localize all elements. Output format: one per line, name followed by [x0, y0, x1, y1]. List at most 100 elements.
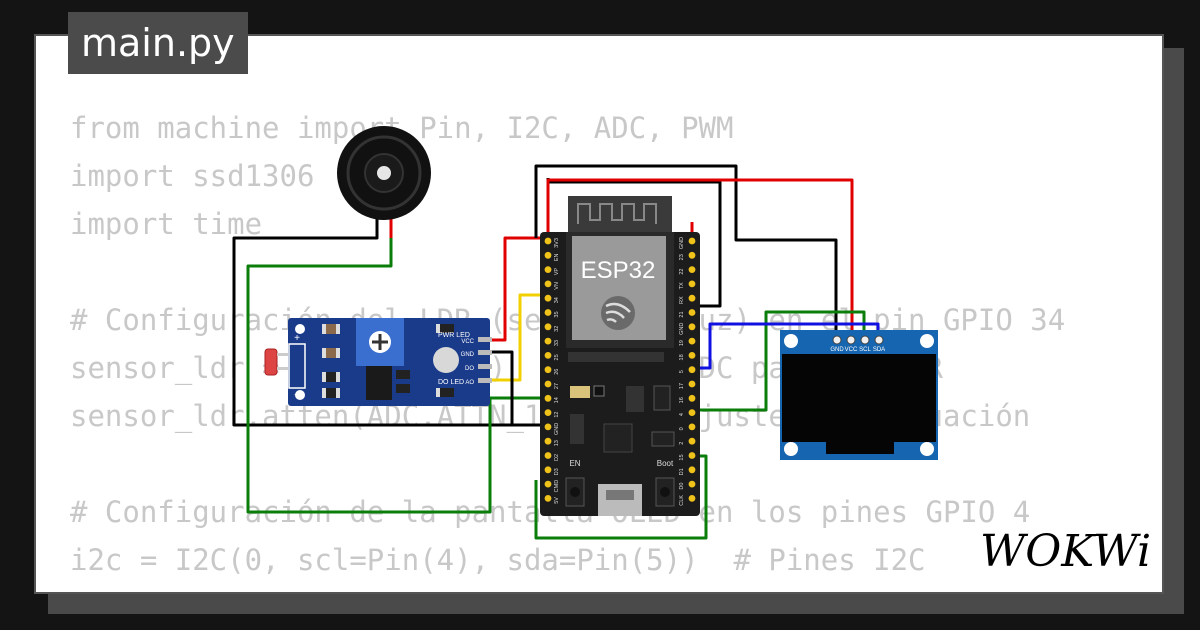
ldr-module[interactable]: + − PWR LED DO LED VCC GND DO AO — [264, 318, 492, 406]
esp32-right-pin[interactable] — [688, 409, 696, 416]
esp32-left-pin[interactable] — [544, 409, 552, 416]
buzzer[interactable] — [337, 126, 431, 220]
oled-pin-label: GND — [830, 347, 844, 353]
code-line: from machine import Pin, I2C, ADC, PWM — [70, 111, 734, 145]
esp32-right-pin[interactable] — [688, 380, 696, 388]
esp32-left-pin[interactable] — [544, 480, 552, 488]
esp32-left-pin-label: VP — [554, 268, 560, 276]
esp32-left-pin[interactable] — [544, 309, 552, 316]
esp32-left-pin[interactable] — [544, 352, 552, 359]
esp32-right-pin-label: 21 — [679, 311, 685, 317]
esp32-right-pin[interactable] — [688, 323, 696, 331]
esp32-right-pin[interactable] — [688, 466, 696, 474]
esp32-right-pin[interactable] — [688, 309, 696, 316]
esp32-right-pin[interactable] — [688, 452, 696, 459]
esp32-right-pin[interactable] — [688, 294, 696, 302]
esp32-left-pin-label: 35 — [554, 311, 560, 317]
esp32-left-pin-label: 33 — [554, 340, 560, 346]
ldr-pin-gnd-label: GND — [461, 352, 475, 358]
esp32-left-pin-label: 26 — [554, 369, 560, 375]
esp32-right-pin[interactable] — [688, 366, 696, 374]
esp32-left-pin[interactable] — [544, 294, 552, 302]
oled-pin[interactable] — [874, 335, 884, 345]
espressif-logo-icon — [601, 296, 635, 330]
esp32-left-pin[interactable] — [544, 266, 552, 273]
esp32-left-pin[interactable] — [544, 280, 552, 288]
oled-pin[interactable] — [860, 335, 870, 345]
esp32-left-pin-label: VN — [554, 282, 560, 290]
ldr-plus-label: + — [294, 333, 300, 344]
en-button[interactable] — [565, 477, 585, 507]
oled-screen — [782, 354, 936, 442]
esp32-left-pin[interactable] — [544, 466, 552, 474]
do-led-label: DO LED — [438, 379, 464, 386]
esp32-right-pin[interactable] — [688, 480, 696, 488]
en-label: EN — [569, 459, 580, 468]
code-line: import ssd1306 — [70, 159, 315, 193]
wire-oled-sda[interactable] — [692, 322, 880, 370]
esp32-right-pin-label: 16 — [679, 397, 685, 403]
oled-pin[interactable] — [832, 335, 842, 345]
esp32-board[interactable]: ESP32 EN Boot 3V3ENVPVN34353233252627141… — [540, 196, 700, 516]
wire-oled-vcc[interactable] — [546, 178, 854, 338]
esp32-right-pin[interactable] — [688, 237, 696, 245]
wire-esp-top-black[interactable] — [534, 164, 838, 338]
boot-button[interactable] — [655, 477, 675, 507]
esp32-right-pin[interactable] — [688, 280, 696, 288]
esp32-right-pin[interactable] — [688, 394, 696, 402]
esp32-right-pin-label: 23 — [679, 254, 685, 260]
esp32-left-pin-label: 27 — [554, 383, 560, 389]
esp32-left-pin[interactable] — [544, 495, 552, 502]
esp32-left-pin-label: 12 — [554, 412, 560, 418]
esp32-right-pin[interactable] — [688, 423, 696, 431]
esp32-left-pin[interactable] — [544, 423, 552, 431]
esp32-left-pin-label: GND — [554, 423, 560, 435]
esp32-left-pin-label: 14 — [554, 397, 560, 403]
esp32-left-pin-label: 5V — [554, 497, 560, 504]
esp32-right-pin-label: 19 — [679, 340, 685, 346]
wire-ldr-vcc[interactable] — [480, 236, 548, 342]
esp32-right-pin-label: D0 — [679, 483, 685, 490]
wire-esp-bottom-green[interactable] — [534, 454, 708, 540]
esp32-left-pin[interactable] — [544, 323, 552, 331]
oled-pin-label: SCL — [859, 347, 871, 353]
esp32-right-pin-label: TX — [679, 282, 685, 289]
esp32-right-pin-label: 15 — [679, 454, 685, 460]
esp32-right-pin[interactable] — [688, 352, 696, 359]
wokwi-logo: WOKWi — [980, 526, 1150, 576]
esp32-right-pin-label: GND — [679, 237, 685, 249]
ldr-minus-label: − — [294, 390, 300, 401]
esp32-right-pin[interactable] — [688, 266, 696, 273]
esp32-left-pin[interactable] — [544, 251, 552, 259]
wire-buzzer-gnd[interactable] — [232, 218, 548, 427]
wire-oled-scl[interactable] — [692, 310, 866, 412]
oled-pin[interactable] — [846, 335, 856, 345]
esp32-right-pin[interactable] — [688, 437, 696, 445]
esp32-left-pin[interactable] — [544, 366, 552, 374]
esp32-left-pin[interactable] — [544, 380, 552, 388]
esp32-right-pin[interactable] — [688, 495, 696, 502]
esp32-pins-left: 3V3ENVPVN343532332526271412GND13D2D3CMD5… — [544, 237, 560, 504]
esp32-left-pin-label: D2 — [554, 454, 560, 461]
esp32-left-pin[interactable] — [544, 337, 552, 345]
boot-label: Boot — [657, 459, 674, 468]
esp32-left-pin[interactable] — [544, 394, 552, 402]
wire-ldr-ao[interactable] — [480, 293, 548, 382]
esp32-left-pin[interactable] — [544, 437, 552, 445]
esp32-left-pin[interactable] — [544, 237, 552, 245]
esp32-right-pin[interactable] — [688, 337, 696, 345]
esp32-left-pin-label: 25 — [554, 354, 560, 360]
oled-pin-label: SDA — [873, 347, 885, 353]
file-tab[interactable]: main.py — [68, 12, 248, 74]
oled-pin-label: VCC — [845, 347, 858, 353]
wokwi-logo-text: WOKWi — [980, 526, 1150, 576]
code-line: import time — [70, 207, 263, 241]
esp32-right-pin-label: RX — [679, 296, 685, 304]
esp32-right-pin[interactable] — [688, 251, 696, 259]
esp32-right-pin-label: 4 — [679, 413, 685, 416]
esp32-left-pin[interactable] — [544, 452, 552, 459]
esp32-right-pin-label: 2 — [679, 442, 685, 445]
